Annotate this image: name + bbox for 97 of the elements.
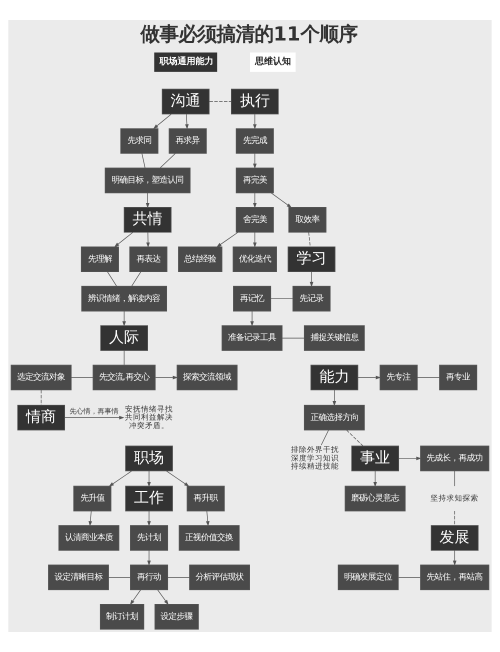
node-box: 能力 [310,364,358,390]
arrow [398,456,422,460]
arrow [146,232,150,248]
arrow [114,232,134,248]
diagram-title: 做事必须搞清的11个顺序 [140,22,358,46]
node-box: 先完成 [236,128,274,154]
node-box: 沟通 [162,88,210,114]
arrow [216,232,238,248]
node-box: 辨识情绪，解读内容 [81,286,168,312]
connector [40,390,42,406]
node-box: 明确目标，塑造认同 [104,168,191,194]
node-box: 再表达 [129,246,168,272]
connector [417,377,440,378]
node-box: 共情 [124,207,172,233]
connector [160,153,176,168]
node-box: 取效率 [288,207,326,233]
node-box: 选定交流对象 [10,364,72,390]
connector [70,377,94,378]
connector [209,101,232,102]
node-box: 执行 [230,88,279,114]
arrow [253,153,257,169]
arrow [153,114,172,130]
connector [107,271,117,286]
arrow [310,271,314,288]
node-box: 先成长，再成功 [420,446,490,472]
label: 思维认知 [254,56,291,67]
node-box: 正视价值交换 [178,525,240,551]
node-box: 探索交流领域 [176,364,238,390]
node-box: 制订计划 [100,604,144,630]
arrow [88,510,92,526]
node-box: 事业 [351,446,400,472]
node-box: 正确选择方向 [304,404,365,430]
node-box: 准备记录工具 [222,325,282,351]
node-box: 情商 [17,404,66,430]
arrow [332,390,336,406]
arrow [146,192,150,208]
connector [131,271,142,286]
arrow [253,192,257,208]
node-box: 明确发展定位 [338,564,399,590]
arrow [250,310,254,326]
node-box: 再专业 [439,364,478,390]
node-box: 先专注 [380,364,418,390]
node-box: 捕捉关键信息 [304,325,365,351]
node-box: 先站住，再站高 [420,564,490,590]
arrow [147,550,151,566]
arrow [108,470,132,487]
arrow [155,376,178,380]
node-box: 再升职 [186,486,225,512]
node-box: 工作 [125,486,173,512]
arrow [373,470,377,488]
node-box: 认清商业本质 [58,525,120,551]
arrow [185,114,189,130]
node-box: 先求同 [120,128,158,154]
connector [346,430,364,446]
node-box: 发展 [430,525,479,551]
arrow [253,114,257,130]
arrow [130,590,141,605]
node-box: 学习 [288,246,336,272]
node-box: 总结经验 [178,246,222,272]
arrow [166,470,190,487]
node-box: 设定清晰目标 [48,564,109,590]
connector [108,577,131,578]
node-box: 先交流,再交心 [92,364,156,390]
arrow [157,590,169,605]
node-box: 再行动 [130,564,168,590]
connector [270,298,294,300]
node-box: 再记忆 [233,286,272,312]
node-box: 舍完美 [236,207,274,233]
node-box: 先记录 [292,286,331,312]
arrow [147,510,151,526]
node-box: 先理解 [80,246,119,272]
label: 职场通用能力 [159,56,214,67]
arrow [64,416,124,420]
node-box: 人际 [100,325,148,351]
arrow [206,510,210,526]
connector [308,232,311,247]
node-box: 再完美 [236,168,274,194]
node-box: 先计划 [130,525,168,551]
node-box: 先升值 [73,486,112,512]
node-box: 设定步骤 [154,604,199,630]
arrow [270,192,292,208]
node-box: 职场 [125,446,173,472]
arrow [452,550,457,566]
connector [398,577,421,578]
arrow [253,232,257,248]
connector [454,470,456,486]
connector [142,153,146,168]
connector [454,510,456,526]
arrow [358,376,381,380]
node-box: 再求异 [168,128,207,154]
arrow [147,470,151,488]
node-box: 优化迭代 [232,246,277,272]
connector [320,430,329,446]
arrow [122,310,126,326]
connector [167,577,190,578]
node-box: 分析评估现状 [189,564,250,590]
node-box: 磨砺心灵意志 [344,486,406,512]
